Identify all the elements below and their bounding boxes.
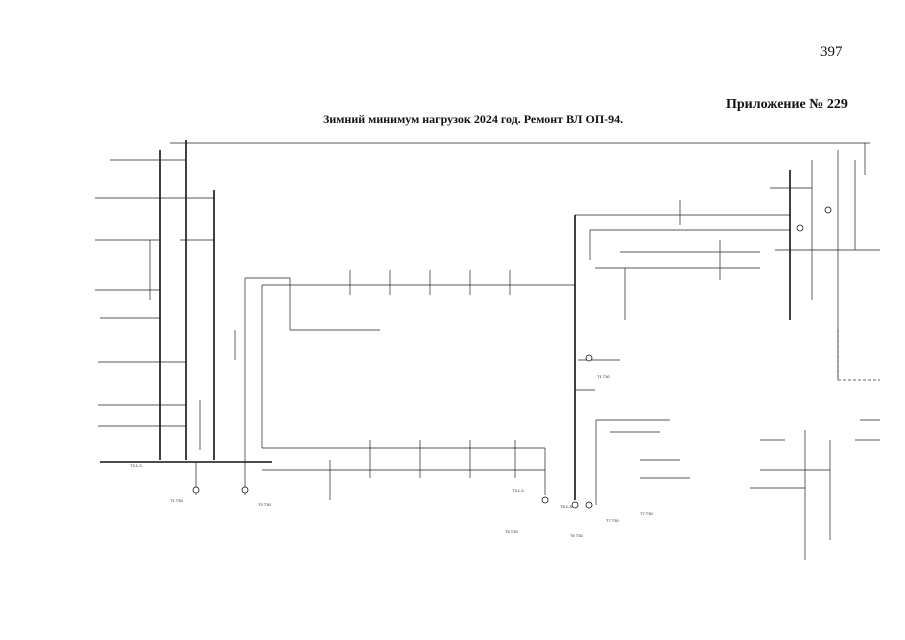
node-label: Т1 Т30	[597, 374, 610, 379]
node-label: Т7 Т30	[606, 518, 619, 523]
transformer-icon	[241, 486, 249, 494]
transformer-icon	[541, 496, 549, 504]
transformer-icon	[796, 224, 804, 232]
page-number: 397	[820, 44, 843, 60]
node-label: Т5.1-3	[560, 504, 572, 509]
label-ticks	[149, 200, 721, 500]
node-label: Т7 Т30	[640, 511, 653, 516]
transformer-icon	[585, 501, 593, 509]
appendix-label: Приложение № 229	[726, 97, 848, 112]
node-label: Т3.1-3	[512, 488, 524, 493]
node-label: Т1 Т30	[170, 498, 183, 503]
transformer-icon	[585, 354, 593, 362]
transformer-icon	[571, 501, 579, 509]
node-label: Т3.1-3	[130, 463, 142, 468]
diagram-title: Зимний минимум нагрузок 2024 год. Ремонт…	[323, 112, 624, 126]
transformer-icon	[824, 206, 832, 214]
transformer-icon	[192, 486, 200, 494]
node-label: Т6 Т30	[570, 533, 583, 538]
node-label: Т3 Т30	[258, 502, 271, 507]
node-label: Т5 Т30	[505, 529, 518, 534]
